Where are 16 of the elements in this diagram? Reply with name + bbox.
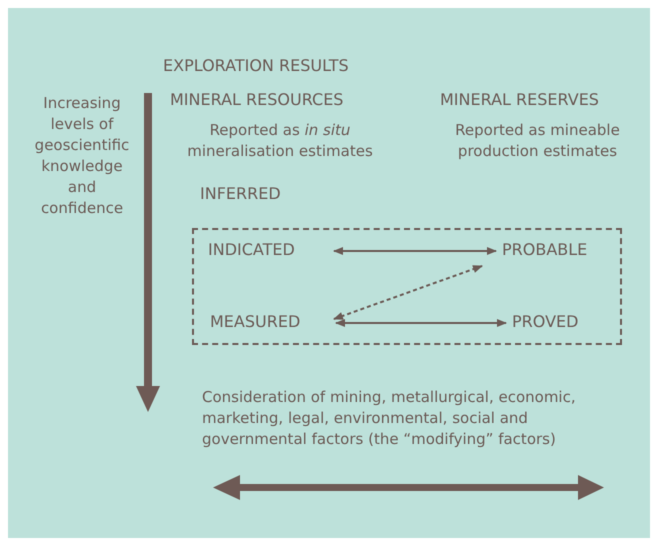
arrow — [333, 265, 483, 320]
arrow — [333, 247, 497, 255]
category-label: PROBABLE — [502, 240, 620, 262]
category-label: MEASURED — [210, 312, 330, 334]
description: Reported as in situ mineralisation estimates — [186, 120, 374, 162]
category-label: EXPLORATION RESULTS — [163, 56, 403, 78]
axis-label: Increasing levels of geoscientific knowledge and confidence — [34, 93, 130, 219]
category-label: INFERRED — [200, 184, 300, 206]
category-label: INDICATED — [208, 240, 328, 262]
category-label: PROVED — [512, 312, 602, 334]
arrow — [335, 319, 507, 327]
heading: MINERAL RESOURCES — [170, 90, 344, 110]
note-text: Consideration of mining, metallurgical, economic, marketing, legal, environmental, social and governmental factors (the “modifying” factors) — [202, 387, 577, 450]
description: Reported as mineable production estimates — [454, 120, 621, 162]
heading: MINERAL RESERVES — [440, 90, 600, 110]
dashed-box — [192, 228, 622, 345]
